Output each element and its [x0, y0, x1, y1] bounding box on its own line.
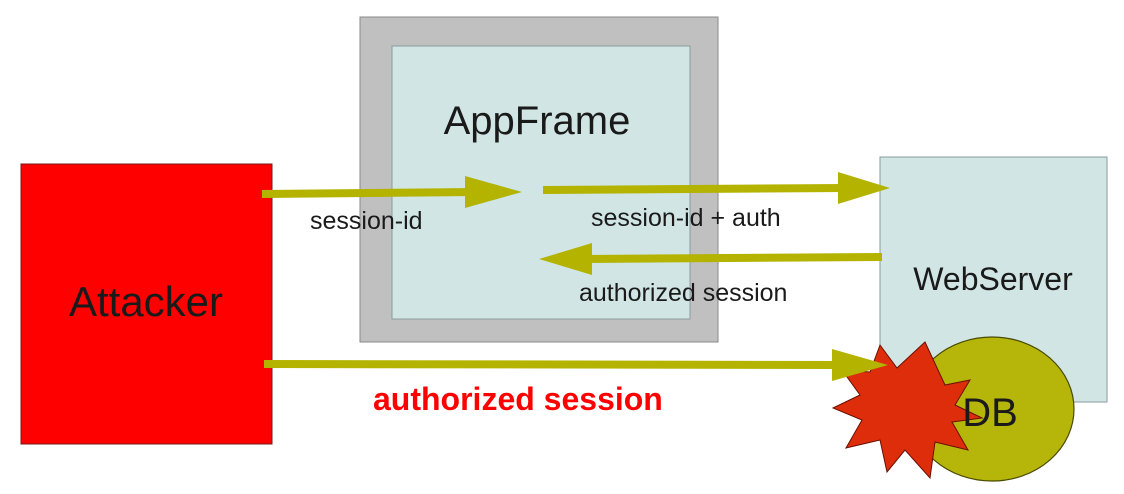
label-webserver-to-appframe: authorized session — [579, 279, 787, 307]
arrow-head — [539, 243, 592, 275]
arrow-attacker-to-db — [263, 349, 888, 381]
appframe-label: AppFrame — [444, 99, 631, 143]
attacker-label: Attacker — [69, 278, 223, 325]
label-attacker-to-db: authorized session — [373, 381, 663, 417]
attacker-box — [20, 163, 273, 445]
arrow-head — [832, 349, 888, 381]
label-attacker-to-appframe: session-id — [310, 207, 423, 235]
appframe-inner-box — [391, 45, 691, 320]
arrow-head — [838, 172, 890, 204]
arrow-webserver-to-appframe — [539, 243, 883, 275]
attacker-node: Attacker — [20, 163, 273, 445]
appframe-node: AppFrame — [359, 16, 719, 343]
webserver-label: WebServer — [913, 261, 1073, 297]
arrow-attacker-to-appframe — [261, 176, 522, 208]
label-appframe-to-webserver: session-id + auth — [591, 204, 781, 232]
arrow-head — [465, 176, 522, 208]
db-label: DB — [962, 391, 1018, 435]
arrow-appframe-to-webserver — [542, 172, 890, 204]
